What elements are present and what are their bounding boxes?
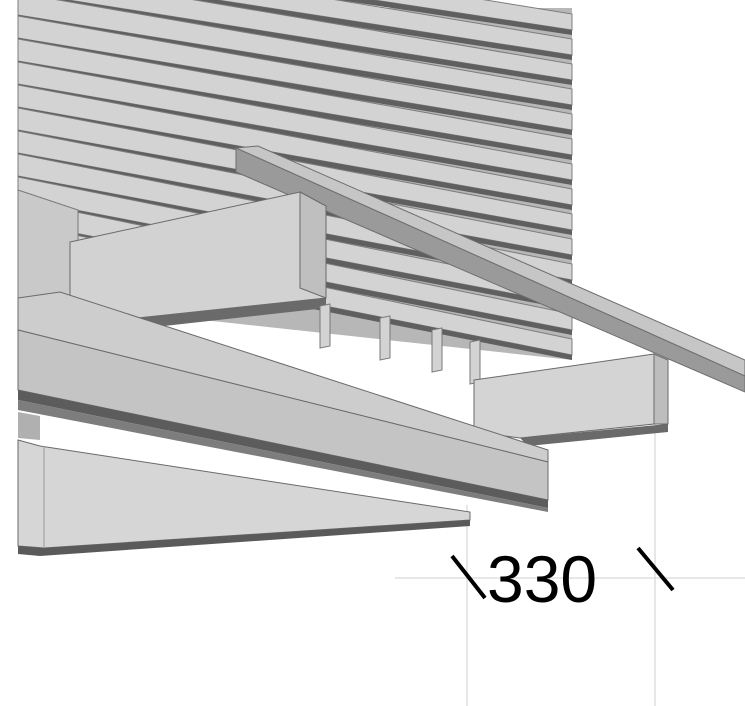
louvre-slat-shadow: [18, 38, 572, 135]
soffit-batten: [431, 327, 443, 373]
main-beam: [17, 291, 549, 508]
purlin-side: [235, 147, 745, 393]
dimension-tick-left: [450, 554, 487, 600]
main-beam-underside: [18, 390, 548, 508]
dimension-tick-right: [636, 546, 675, 592]
end-block-front: [473, 353, 655, 439]
main-beam-top: [17, 291, 549, 463]
projecting-purlin: [234, 145, 745, 393]
upper-block-side: [299, 191, 327, 299]
dimension-annotation: 330: [450, 542, 675, 616]
end-block-side: [653, 353, 669, 425]
left-post: [17, 189, 79, 311]
soffit-strip: [18, 400, 548, 512]
lower-block-underside: [18, 520, 470, 556]
louvre-slat-shadow: [18, 15, 572, 110]
louvre-slat-shadow: [338, 0, 572, 35]
soffit-battens: [319, 303, 481, 385]
soffit-batten: [319, 303, 331, 349]
soffit-batten: [379, 315, 391, 361]
end-block-underside: [520, 424, 668, 446]
lower-soffit-panel: [17, 400, 548, 556]
soffit-inner: [18, 412, 40, 440]
soffit-batten: [469, 339, 481, 385]
dimension-value: 330: [487, 542, 597, 616]
right-end-block: [473, 353, 669, 446]
louvre-slat-shadow: [18, 61, 572, 160]
louvre-slat-shadow: [18, 107, 572, 210]
louvre-slat-shadow: [18, 84, 572, 185]
